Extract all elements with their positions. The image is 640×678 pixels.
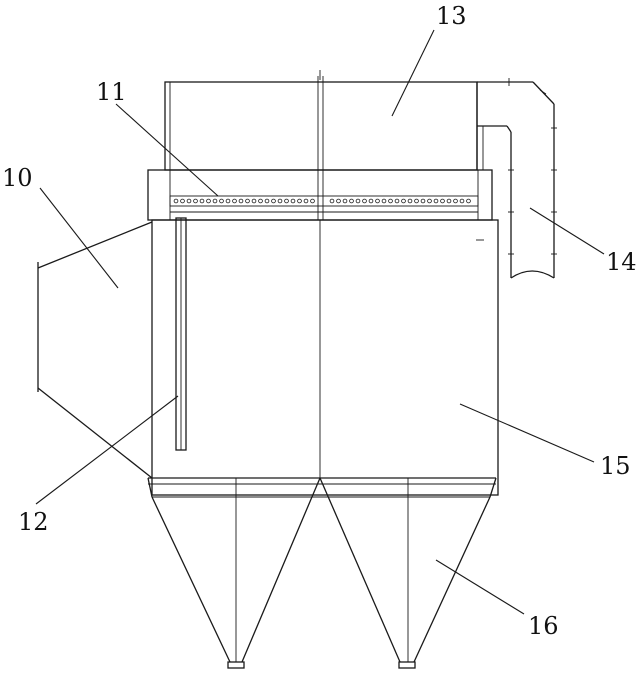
pipe-hole <box>388 198 393 204</box>
pipe-hole <box>440 198 445 204</box>
pipe-hole <box>368 198 374 204</box>
pipe-hole <box>238 198 244 204</box>
pipe-hole <box>446 198 452 204</box>
label-11: 11 <box>96 78 127 106</box>
pipe-hole <box>225 198 231 204</box>
label-13: 13 <box>436 2 467 30</box>
pipe-hole <box>193 198 198 204</box>
leader-lines <box>35 29 605 615</box>
pipe-hole <box>453 198 458 204</box>
label-10: 10 <box>2 164 33 192</box>
pipe-hole <box>290 198 296 204</box>
blow-pipe <box>175 217 187 451</box>
pipe-hole <box>420 198 426 204</box>
part-labels: 10 11 12 13 14 15 16 <box>2 2 637 640</box>
pipe-hole <box>173 198 179 204</box>
pipe-hole <box>245 198 250 204</box>
pipe-hole <box>427 198 432 204</box>
filter-body <box>151 219 499 496</box>
pipe-hole <box>466 198 471 204</box>
pipe-hole <box>186 198 192 204</box>
pipe-hole <box>401 198 406 204</box>
pipe-hole <box>264 198 270 204</box>
pipe-hole <box>329 198 335 204</box>
pipe-hole <box>297 198 302 204</box>
pipe-hole <box>407 198 413 204</box>
pipe-hole <box>433 198 439 204</box>
header-pipe-holes <box>173 198 471 204</box>
pipe-hole <box>414 198 419 204</box>
label-16: 16 <box>528 612 559 640</box>
header-band <box>147 169 493 221</box>
pipe-hole <box>180 198 185 204</box>
label-15: 15 <box>600 452 631 480</box>
outlet-duct <box>476 78 557 279</box>
pipe-hole <box>310 198 315 204</box>
pipe-hole <box>199 198 205 204</box>
pipe-hole <box>277 198 283 204</box>
pipe-hole <box>232 198 237 204</box>
pipe-hole <box>206 198 211 204</box>
pipe-hole <box>303 198 309 204</box>
pipe-hole <box>375 198 380 204</box>
pipe-hole <box>362 198 367 204</box>
pipe-hole <box>394 198 400 204</box>
top-chamber <box>164 70 478 171</box>
pipe-hole <box>381 198 387 204</box>
pipe-hole <box>284 198 289 204</box>
pipe-hole <box>271 198 276 204</box>
pipe-hole <box>219 198 224 204</box>
hoppers <box>147 477 497 669</box>
pipe-hole <box>342 198 348 204</box>
pipe-hole <box>459 198 465 204</box>
pipe-hole <box>251 198 257 204</box>
pipe-hole <box>349 198 354 204</box>
label-14: 14 <box>606 248 637 276</box>
pipe-hole <box>336 198 341 204</box>
label-12: 12 <box>18 508 49 536</box>
pipe-hole <box>258 198 263 204</box>
pipe-hole <box>212 198 218 204</box>
inlet-hood <box>37 221 153 479</box>
pipe-hole <box>355 198 361 204</box>
